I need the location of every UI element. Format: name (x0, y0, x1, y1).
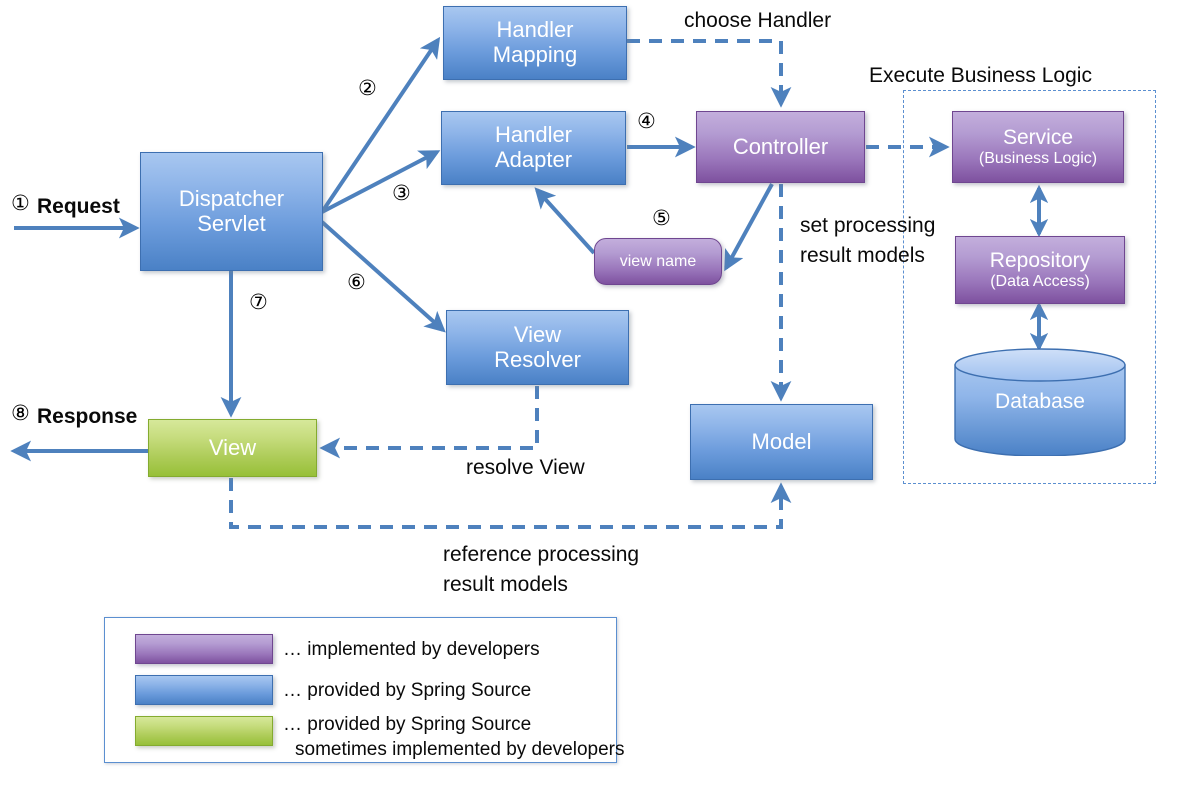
dashed-choose-handler (627, 39, 792, 108)
label-response: Response (37, 405, 138, 428)
node-service[interactable]: Service (Business Logic) (952, 111, 1124, 183)
legend-label-2-line1: … provided by Spring Source (283, 714, 532, 735)
node-database[interactable]: Database (954, 348, 1126, 457)
node-view-name[interactable]: view name (594, 238, 722, 285)
step-number-2: ② (358, 77, 377, 100)
node-handler-adapter-line2: Adapter (494, 147, 573, 172)
node-view-resolver[interactable]: View Resolver (446, 310, 629, 385)
label-reference-processing-line2: result models (443, 573, 568, 596)
arrow-controller-to-view-name (724, 183, 774, 272)
node-service-line1: Service (1002, 126, 1074, 150)
node-model[interactable]: Model (690, 404, 873, 480)
label-set-processing-line2: result models (800, 244, 925, 267)
node-database-line1: Database (995, 390, 1085, 413)
node-dispatcher-servlet-line1: Dispatcher (178, 185, 285, 211)
node-repository[interactable]: Repository (Data Access) (955, 236, 1125, 304)
label-choose-handler: choose Handler (684, 9, 832, 32)
node-view[interactable]: View (148, 419, 317, 477)
arrow-dispatcher-to-handler-mapping (320, 36, 441, 214)
execute-business-logic-group (903, 90, 1156, 484)
node-handler-adapter[interactable]: Handler Adapter (441, 111, 626, 185)
dashed-reference-result-models (229, 478, 792, 529)
label-resolve-view: resolve View (466, 456, 585, 479)
legend-swatch-purple (135, 634, 273, 664)
arrow-view-name-to-handler-adapter (534, 187, 596, 255)
node-repository-line2: (Data Access) (990, 272, 1090, 290)
node-view-line1: View (208, 434, 257, 460)
legend-swatch-green (135, 716, 273, 746)
node-dispatcher-servlet[interactable]: Dispatcher Servlet (140, 152, 323, 271)
node-handler-adapter-line1: Handler (494, 122, 573, 148)
label-execute-business-logic: Execute Business Logic (869, 64, 1092, 87)
label-set-processing-line1: set processing (800, 214, 936, 237)
legend-label-1: … provided by Spring Source (283, 680, 532, 701)
dashed-resolve-view (319, 386, 539, 459)
legend-swatch-blue (135, 675, 273, 705)
node-controller[interactable]: Controller (696, 111, 865, 183)
node-dispatcher-servlet-line2: Servlet (197, 210, 266, 236)
node-handler-mapping-line2: Mapping (492, 42, 578, 67)
step-number-5: ⑤ (652, 207, 671, 230)
label-reference-processing-line1: reference processing (443, 543, 640, 566)
legend-label-0: … implemented by developers (283, 639, 540, 660)
node-model-line1: Model (751, 428, 812, 454)
legend-label-2-line2: sometimes implemented by developers (295, 739, 625, 760)
node-view-resolver-line1: View (513, 321, 562, 347)
label-request: Request (37, 195, 120, 218)
step-number-8: ⑧ (11, 402, 30, 425)
node-repository-line1: Repository (989, 249, 1091, 273)
node-service-line2: (Business Logic) (978, 149, 1098, 167)
node-handler-mapping-line1: Handler (496, 17, 574, 43)
node-view-resolver-line2: Resolver (494, 346, 581, 372)
step-number-1: ① (11, 192, 30, 215)
database-cylinder-icon (954, 348, 1126, 457)
arrow-dispatcher-to-view-resolver (320, 220, 446, 333)
step-number-3: ③ (392, 182, 411, 205)
node-controller-line1: Controller (732, 133, 829, 159)
node-handler-mapping[interactable]: Handler Mapping (443, 6, 627, 80)
node-view-name-line1: view name (619, 252, 697, 270)
arrow-dispatcher-to-handler-adapter (321, 150, 441, 214)
legend: … implemented by developers … provided b… (104, 617, 625, 763)
step-number-6: ⑥ (347, 271, 366, 294)
step-number-4: ④ (637, 110, 656, 133)
step-number-7: ⑦ (249, 291, 268, 314)
